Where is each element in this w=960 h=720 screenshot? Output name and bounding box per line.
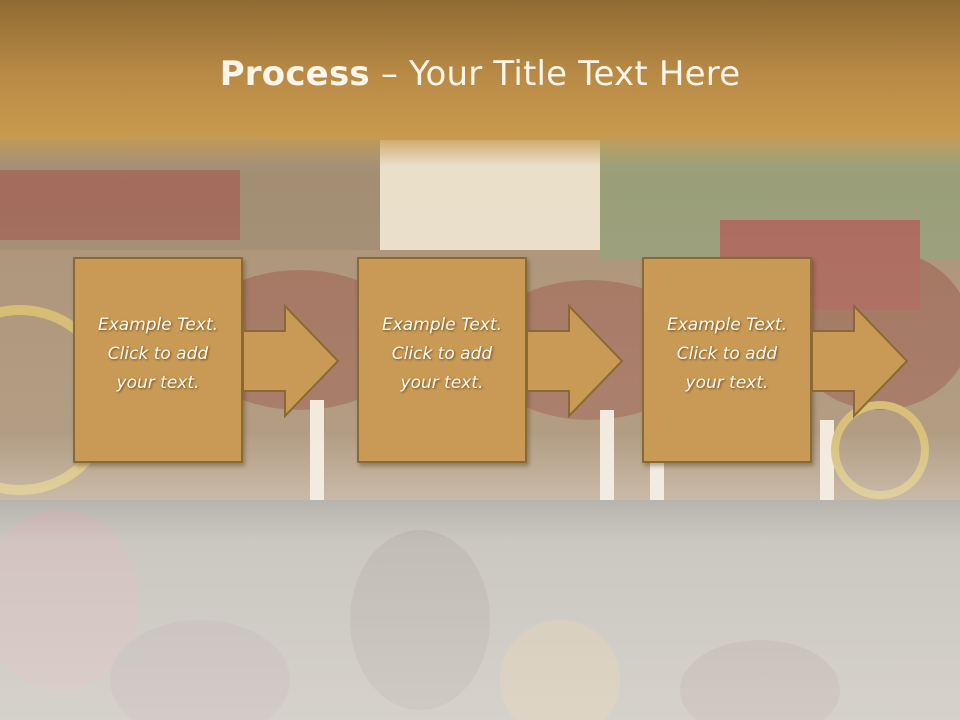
arrow-right-icon [242, 303, 340, 419]
step-text-line: your text. [400, 373, 484, 393]
step-text-line: Example Text. [381, 315, 503, 335]
step-text-line: Click to add [676, 344, 778, 364]
slide-title[interactable]: Process – Your Title Text Here [0, 52, 960, 96]
title-band [0, 0, 960, 136]
step-text-line: Click to add [391, 344, 493, 364]
process-box [73, 257, 243, 463]
step-text[interactable]: Example Text. Click to add your text. [73, 311, 243, 398]
step-text-line: Click to add [107, 344, 209, 364]
title-band-fade [0, 136, 960, 166]
step-text-line: your text. [685, 373, 769, 393]
step-text-line: Example Text. [97, 315, 219, 335]
process-step-1[interactable]: Example Text. Click to add your text. [73, 257, 249, 467]
step-text-line: Example Text. [666, 315, 788, 335]
title-rest: – Your Title Text Here [369, 54, 741, 94]
process-box [642, 257, 812, 463]
title-bold: Process [219, 54, 370, 94]
arrow-right-icon [526, 303, 624, 419]
process-box [357, 257, 527, 463]
step-text[interactable]: Example Text. Click to add your text. [357, 311, 527, 398]
process-step-2[interactable]: Example Text. Click to add your text. [357, 257, 533, 467]
step-text[interactable]: Example Text. Click to add your text. [642, 311, 812, 398]
arrow-right-icon [811, 303, 909, 419]
process-step-3[interactable]: Example Text. Click to add your text. [642, 257, 818, 467]
step-text-line: your text. [116, 373, 200, 393]
